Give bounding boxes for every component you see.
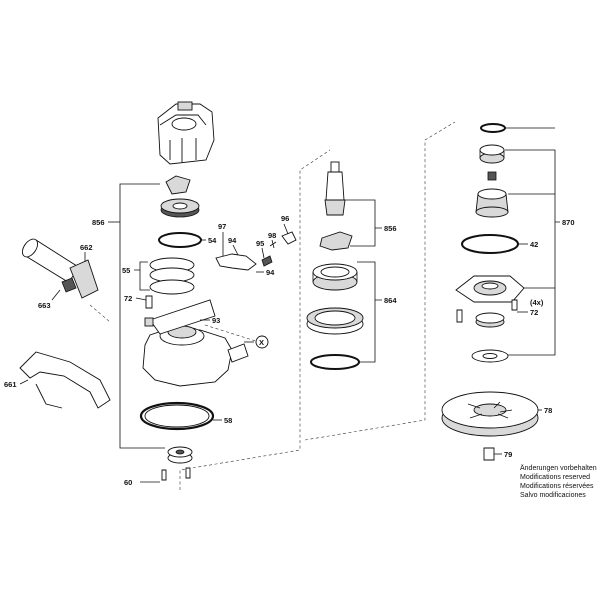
o-ring-middle bbox=[310, 354, 360, 370]
callout-55: 55 bbox=[122, 266, 130, 275]
callout-labels: 856 662 663 661 97 96 54 94 95 98 94 55 … bbox=[4, 214, 575, 487]
eccentric-bearing-part bbox=[475, 188, 509, 218]
screw-72-left bbox=[145, 295, 153, 309]
callout-96: 96 bbox=[281, 214, 289, 223]
callout-78: 78 bbox=[544, 406, 552, 415]
spacer-ring-58 bbox=[139, 401, 215, 431]
note-line-es: Salvo modificaciones bbox=[520, 492, 586, 499]
small-nut-part bbox=[487, 171, 497, 181]
seal-rings-55 bbox=[149, 257, 195, 295]
callout-4x: (4x) bbox=[530, 298, 544, 307]
callout-856-middle: 856 bbox=[384, 224, 397, 233]
callout-94-right: 94 bbox=[266, 268, 275, 277]
seal-ring-part bbox=[475, 312, 505, 328]
callout-662: 662 bbox=[80, 243, 93, 252]
o-ring-54 bbox=[158, 232, 202, 248]
callout-72-left: 72 bbox=[124, 294, 132, 303]
callout-870: 870 bbox=[562, 218, 575, 227]
pad-screw-79 bbox=[483, 447, 495, 461]
drive-shaft-part bbox=[324, 161, 346, 216]
callout-93: 93 bbox=[212, 316, 220, 325]
callout-60: 60 bbox=[124, 478, 132, 487]
callout-42: 42 bbox=[530, 240, 538, 249]
callout-97: 97 bbox=[218, 222, 226, 231]
auxiliary-handle-part bbox=[21, 238, 99, 299]
spacer-plate-part bbox=[319, 231, 353, 251]
callout-98: 98 bbox=[268, 231, 276, 240]
bearing-washer-part bbox=[167, 446, 193, 464]
note-line-fr: Modifications réservées bbox=[520, 483, 594, 490]
note-line-de: Änderungen vorbehalten bbox=[520, 464, 597, 472]
modifications-note: Änderungen vorbehalten Modifications res… bbox=[520, 464, 597, 499]
callout-661: 661 bbox=[4, 380, 17, 389]
callout-54: 54 bbox=[208, 236, 217, 245]
note-line-en: Modifications reserved bbox=[520, 474, 590, 481]
callout-58: 58 bbox=[224, 416, 232, 425]
flange-plate-part bbox=[455, 275, 525, 303]
assembly-axes bbox=[89, 121, 456, 490]
callout-856-left: 856 bbox=[92, 218, 105, 227]
callout-x: X bbox=[259, 338, 264, 347]
washer-part bbox=[471, 349, 509, 363]
bearing-ring-part bbox=[306, 307, 364, 335]
screws-72-right bbox=[456, 299, 518, 323]
callout-95: 95 bbox=[256, 239, 264, 248]
screws-60 bbox=[161, 467, 191, 481]
callout-94-top: 94 bbox=[228, 236, 237, 245]
callout-79: 79 bbox=[504, 450, 512, 459]
bevel-gear-part bbox=[160, 175, 200, 218]
guard-shroud-part bbox=[19, 351, 111, 409]
gear-case-part bbox=[142, 299, 249, 387]
callout-864: 864 bbox=[384, 296, 397, 305]
motor-housing-part bbox=[157, 101, 215, 165]
o-ring-42 bbox=[461, 234, 519, 254]
bearing-upper-part bbox=[479, 144, 505, 164]
callout-663: 663 bbox=[38, 301, 51, 310]
leader-lines bbox=[19, 127, 560, 483]
ring-gear-864 bbox=[312, 263, 358, 291]
clamp-lever-parts bbox=[215, 231, 297, 271]
circlip-part bbox=[480, 123, 506, 133]
sanding-pad-78 bbox=[441, 391, 539, 437]
callout-72-right: 72 bbox=[530, 308, 538, 317]
